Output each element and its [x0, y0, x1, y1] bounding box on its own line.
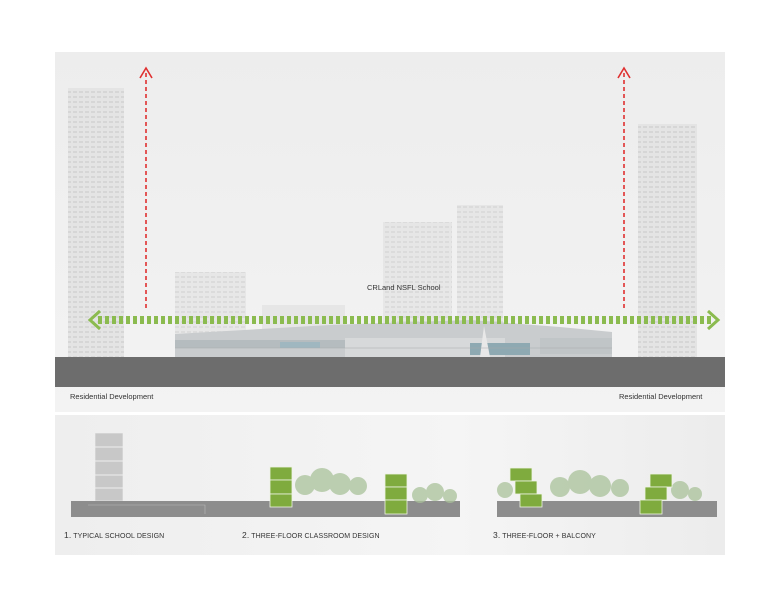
caption-number: 1.	[64, 530, 72, 540]
diagram-three-floor-classroom	[247, 466, 460, 517]
tree-icon	[497, 470, 702, 501]
caption-number: 3.	[493, 530, 501, 540]
caption-number: 2.	[242, 530, 250, 540]
ground	[55, 357, 725, 387]
caption-text: TYPICAL SCHOOL DESIGN	[73, 533, 165, 540]
tree-icon	[295, 468, 457, 503]
caption-2: 2. THREE-FLOOR CLASSROOM DESIGN	[242, 530, 380, 540]
school-label: CRLand NSFL School	[367, 283, 441, 292]
caption-text: THREE-FLOOR CLASSROOM DESIGN	[251, 533, 380, 540]
caption-text: THREE-FLOOR + BALCONY	[502, 533, 596, 540]
left-residential-label: Residential Development	[70, 392, 154, 401]
caption-1: 1. TYPICAL SCHOOL DESIGN	[64, 530, 164, 540]
school-section	[175, 320, 612, 357]
caption-3: 3. THREE-FLOOR + BALCONY	[493, 530, 596, 540]
diagram-typical-school	[71, 432, 232, 517]
diagram-three-floor-balcony	[497, 467, 717, 517]
right-residential-label: Residential Development	[619, 392, 703, 401]
